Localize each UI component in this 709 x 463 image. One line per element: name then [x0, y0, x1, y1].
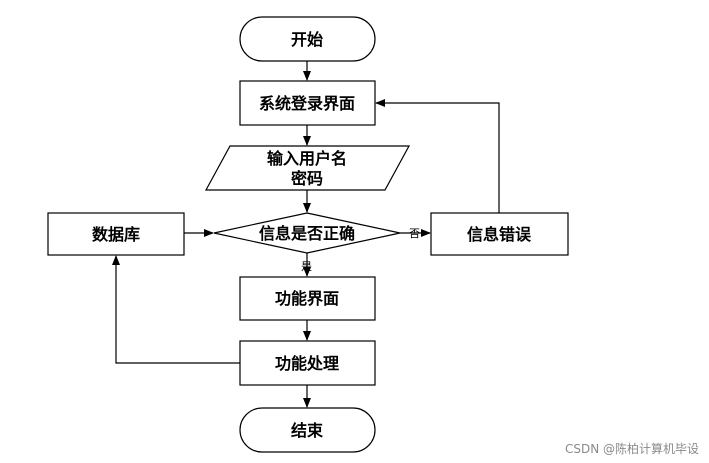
function-processing-label: 功能处理	[275, 354, 339, 373]
end-label: 结束	[290, 421, 324, 440]
edge-no-label: 否	[409, 227, 420, 240]
input-credentials-label-line1: 输入用户名	[267, 149, 347, 168]
check-decision-label: 信息是否正确	[259, 224, 355, 243]
watermark-text: CSDN @陈柏计算机毕设	[564, 442, 699, 456]
edge-error-to-login	[375, 99, 500, 213]
function-ui-label: 功能界面	[275, 289, 339, 308]
input-credentials-label-line2: 密码	[290, 169, 323, 188]
edge-processing-to-database	[112, 255, 240, 364]
end-node: 结束	[239, 407, 376, 453]
input-credentials-node: 输入用户名 密码	[204, 145, 411, 191]
login-screen-node: 系统登录界面	[239, 80, 376, 126]
edge-yes-label: 是	[301, 260, 312, 273]
database-label: 数据库	[92, 225, 140, 244]
database-node: 数据库	[47, 212, 185, 256]
function-processing-node: 功能处理	[239, 340, 376, 386]
start-node: 开始	[239, 16, 376, 62]
error-node: 信息错误	[430, 212, 569, 256]
start-label: 开始	[291, 30, 323, 49]
login-screen-label: 系统登录界面	[259, 94, 355, 113]
error-label: 信息错误	[467, 225, 532, 244]
check-decision-node: 信息是否正确	[213, 212, 401, 254]
function-ui-node: 功能界面	[239, 276, 376, 321]
